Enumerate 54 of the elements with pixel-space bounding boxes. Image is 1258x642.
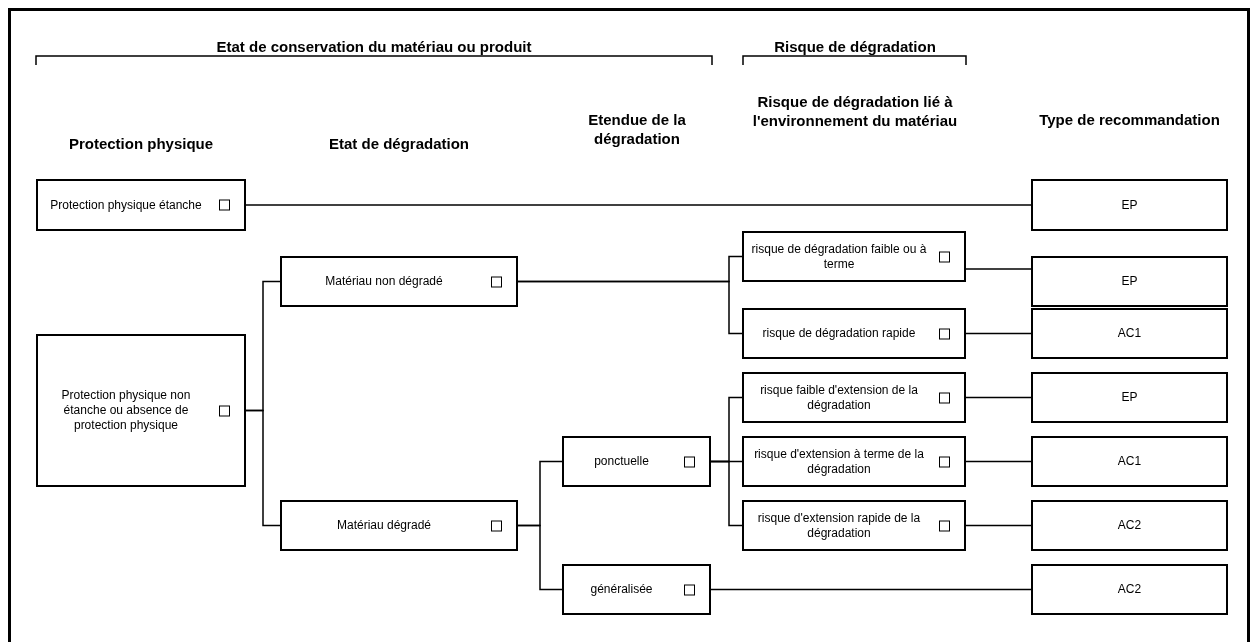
connector-line [710,460,743,527]
process-box [36,179,246,231]
box-text: AC1 [1117,454,1142,469]
process-box [280,256,518,307]
box-text: risque de dégradation rapide [762,326,916,341]
connector-line [517,524,563,591]
process-box [1031,179,1228,231]
column-heading: Etat de dégradation [328,134,470,154]
column-heading: Etendue de la dégradation [587,110,687,148]
column-heading: Protection physique [67,134,215,154]
box-text: ponctuelle [594,454,649,469]
connector-line [965,332,1032,335]
process-box [36,334,246,487]
connector-line [710,588,1032,591]
column-heading: Type de recommandation [1038,110,1221,129]
box-text: risque de dégradation faible ou à terme [750,241,928,272]
box-text: EP [1121,274,1138,289]
process-box [1031,436,1228,487]
box-text: risque d'extension à terme de la dégradation [753,446,925,477]
process-box [562,436,711,487]
column-heading: Etat de conservation du matériau ou produit [215,37,533,57]
box-text: AC2 [1117,582,1142,597]
box-text: EP [1121,197,1138,213]
box-text: AC2 [1117,518,1142,533]
process-box [280,500,518,551]
connector-line [965,524,1032,527]
box-text: EP [1121,390,1138,405]
process-box [742,500,966,551]
process-box [1031,564,1228,615]
connector-line [245,409,281,527]
box-text: Matériau non dégradé [325,274,443,289]
connector-line [965,460,1032,463]
connector-line [245,204,1032,206]
box-text: AC1 [1117,326,1142,341]
box-text: risque faible d'extension de la dégradation [759,382,919,413]
process-box [742,308,966,359]
process-box [742,436,966,487]
column-heading: Risque de dégradation lié à l'environnement du matériau [751,92,959,130]
process-box [1031,372,1228,423]
connector-line [965,268,1032,270]
box-text: Protection physique étanche [50,197,202,213]
box-text: Matériau dégradé [336,518,432,533]
box-text: Protection physique non étanche ou absence de protection physique [60,388,192,433]
connector-line [965,396,1032,399]
process-box [1031,256,1228,307]
process-box [1031,500,1228,551]
process-box [1031,308,1228,359]
process-box [742,231,966,282]
connector-line [517,280,743,335]
process-box [742,372,966,423]
process-box [562,564,711,615]
box-text: risque d'extension rapide de la dégradation [756,510,922,541]
box-text: généralisée [590,582,653,597]
column-heading: Risque de dégradation [773,37,937,57]
